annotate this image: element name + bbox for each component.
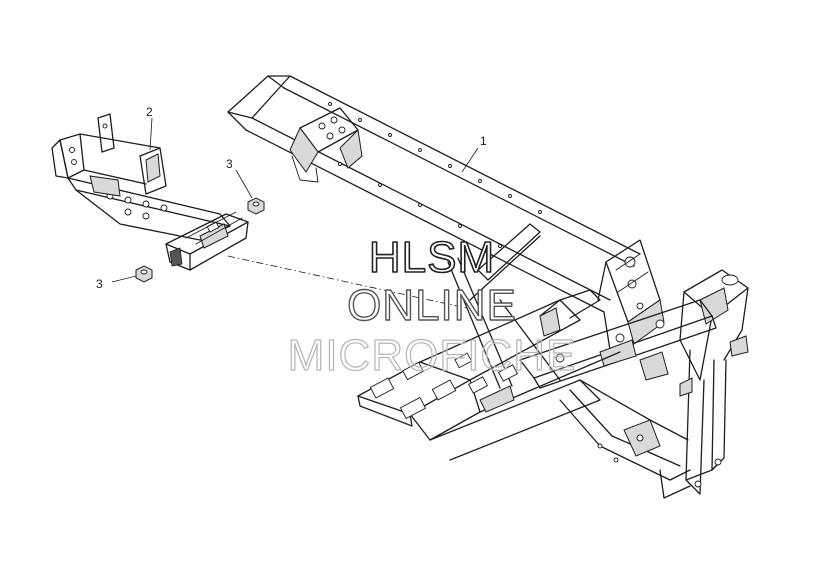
rail-holes: [298, 102, 542, 248]
watermark-line-1: HLSM: [369, 233, 495, 282]
rear-leg-left: [685, 349, 705, 495]
diagonal-strut-left: [447, 261, 501, 389]
nut-upper: [247, 197, 265, 215]
rear-lower-rail: [559, 399, 691, 481]
leader-line-3-upper: [235, 169, 253, 199]
nut-lower: [135, 265, 153, 283]
bracket-center-tab: [97, 113, 115, 153]
callout-1: 1: [480, 134, 487, 148]
assembly-center-line: [227, 255, 467, 309]
floor-bottom-rail: [429, 379, 601, 461]
leader-line-3-lower: [111, 275, 137, 283]
diagonal-strut-upper: [477, 223, 541, 281]
main-frame: [227, 75, 749, 499]
watermark-line-3: MICROFICHE: [288, 331, 577, 380]
callout-3-lower: 3: [96, 277, 103, 291]
bracket-right-tab: [139, 147, 167, 195]
leader-line-2: [149, 117, 153, 151]
frame-right-rail-top: [289, 75, 641, 255]
front-bracket-assembly: [51, 113, 249, 271]
callout-3-upper: 3: [226, 157, 233, 171]
leader-line-1: [461, 147, 479, 173]
frame-front-crossbar: [227, 75, 291, 119]
floor-side-rail: [419, 299, 581, 381]
frame-right-rail-bottom: [283, 87, 635, 267]
callout-2: 2: [146, 105, 153, 119]
rear-leg-right: [711, 359, 727, 471]
watermark-line-2: ONLINE: [347, 281, 517, 330]
